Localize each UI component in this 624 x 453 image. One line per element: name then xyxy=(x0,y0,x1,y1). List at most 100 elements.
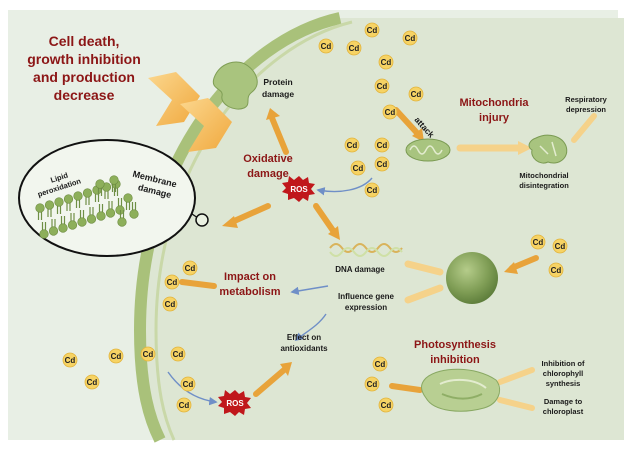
cd-ion: Cd xyxy=(108,348,124,364)
cd-ion: Cd xyxy=(374,137,390,153)
cd-ion-label: Cd xyxy=(377,141,388,150)
cd-ion-label: Cd xyxy=(321,42,332,51)
cd-ion: Cd xyxy=(318,38,334,54)
metabolism-label-1: Impact on xyxy=(224,271,276,283)
cd-ion: Cd xyxy=(350,160,366,176)
cd-ion: Cd xyxy=(182,260,198,276)
lipid-molecule xyxy=(67,213,78,230)
lipid-molecule xyxy=(95,179,105,196)
chloroplast-damage-label-2: chloroplast xyxy=(543,407,584,416)
cd-ion: Cd xyxy=(378,397,394,413)
lipid-molecule xyxy=(123,193,133,210)
mitochondria-injury-label-1: Mitochondria xyxy=(459,97,529,109)
cd-ion-label: Cd xyxy=(353,164,364,173)
ros-burst-upper: ROS xyxy=(282,176,315,202)
cd-ion: Cd xyxy=(364,182,380,198)
mito-disintegration-label-1: Mitochondrial xyxy=(519,171,568,180)
cd-ion-label: Cd xyxy=(87,378,98,387)
lipid-molecule xyxy=(96,204,106,221)
cd-ion: Cd xyxy=(548,262,564,278)
mitochondrion-disintegrated xyxy=(528,134,568,164)
lipid-molecule xyxy=(39,222,49,239)
mito-disintegration-label-2: disintegration xyxy=(519,181,569,190)
orange-arrows xyxy=(179,107,597,411)
protein-damage-label-1: Protein xyxy=(263,77,292,87)
cd-ion: Cd xyxy=(180,376,196,392)
cd-ion: Cd xyxy=(84,374,100,390)
cd-ion-label: Cd xyxy=(183,380,194,389)
mitochondrion-intact xyxy=(405,138,451,162)
title-line-4: decrease xyxy=(54,87,115,103)
chlorophyll-label-3: synthesis xyxy=(546,379,581,388)
cd-ion: Cd xyxy=(176,397,192,413)
cd-ion-label: Cd xyxy=(367,26,378,35)
antioxidants-label-2: antioxidants xyxy=(280,344,328,353)
cd-ion-label: Cd xyxy=(411,90,422,99)
oxidative-damage-label-1: Oxidative xyxy=(243,153,293,165)
cd-ion-label: Cd xyxy=(385,108,396,117)
cd-ion: Cd xyxy=(378,54,394,70)
cd-ion: Cd xyxy=(344,137,360,153)
cd-ion-label: Cd xyxy=(65,356,76,365)
cd-ion-label: Cd xyxy=(381,58,392,67)
dna-damage-label: DNA damage xyxy=(335,265,385,274)
lipid-molecule xyxy=(105,201,116,218)
lipid-molecule xyxy=(129,202,139,219)
photosynthesis-label-2: inhibition xyxy=(430,354,480,366)
ros-label-upper: ROS xyxy=(290,185,308,194)
cd-ion-label: Cd xyxy=(377,82,388,91)
lipid-molecule xyxy=(86,207,97,224)
death-arrows xyxy=(148,72,232,152)
cd-ion-label: Cd xyxy=(381,401,392,410)
lipid-molecule xyxy=(117,210,127,227)
chlorophyll-label-1: Inhibition of xyxy=(542,359,585,368)
title-line-1: Cell death, xyxy=(49,33,120,49)
cd-ion-label: Cd xyxy=(349,44,360,53)
antioxidants-label-1: Effect on xyxy=(287,333,321,342)
cd-ion: Cd xyxy=(346,40,362,56)
lipid-molecule xyxy=(82,188,93,205)
chloroplast-damage-label-1: Damage to xyxy=(544,397,583,406)
protein-shape xyxy=(212,61,258,110)
cd-ion-label: Cd xyxy=(173,350,184,359)
cd-ion: Cd xyxy=(62,352,78,368)
ros-label-lower: ROS xyxy=(226,399,244,408)
chloroplast xyxy=(421,368,500,412)
cd-ion-label: Cd xyxy=(347,141,358,150)
mitochondria-injury-label-2: injury xyxy=(479,112,510,124)
cd-ion-label: Cd xyxy=(533,238,544,247)
gene-expression-label-1: Influence gene xyxy=(338,292,395,301)
cd-ion: Cd xyxy=(364,376,380,392)
cd-ion-label: Cd xyxy=(375,360,386,369)
cd-ion: Cd xyxy=(552,238,568,254)
nucleus xyxy=(446,252,498,304)
cd-ion: Cd xyxy=(408,86,424,102)
cd-ion: Cd xyxy=(372,356,388,372)
cd-ion-label: Cd xyxy=(143,350,154,359)
lipid-molecule xyxy=(58,216,68,233)
respiratory-label-1: Respiratory xyxy=(565,95,608,104)
cd-ion: Cd xyxy=(140,346,156,362)
cell-body xyxy=(140,18,624,440)
photosynthesis-label-1: Photosynthesis xyxy=(414,339,496,351)
chlorophyll-label-2: chlorophyll xyxy=(543,369,583,378)
cd-ion: Cd xyxy=(162,296,178,312)
cd-ion: Cd xyxy=(374,156,390,172)
lipid-molecule xyxy=(35,203,45,220)
cd-ion-label: Cd xyxy=(405,34,416,43)
ros-burst-lower: ROS xyxy=(218,390,251,416)
cd-ion: Cd xyxy=(402,30,418,46)
cd-ion: Cd xyxy=(364,22,380,38)
cd-ion: Cd xyxy=(530,234,546,250)
cd-ion-label: Cd xyxy=(551,266,562,275)
lipid-molecule xyxy=(73,191,83,208)
cd-ion-label: Cd xyxy=(165,300,176,309)
lipid-molecule xyxy=(54,197,64,214)
cd-ion: Cd xyxy=(374,78,390,94)
cd-ion-label: Cd xyxy=(367,186,378,195)
lipid-molecule xyxy=(77,210,87,227)
lipid-molecule xyxy=(44,200,55,217)
respiratory-label-2: depression xyxy=(566,105,606,114)
